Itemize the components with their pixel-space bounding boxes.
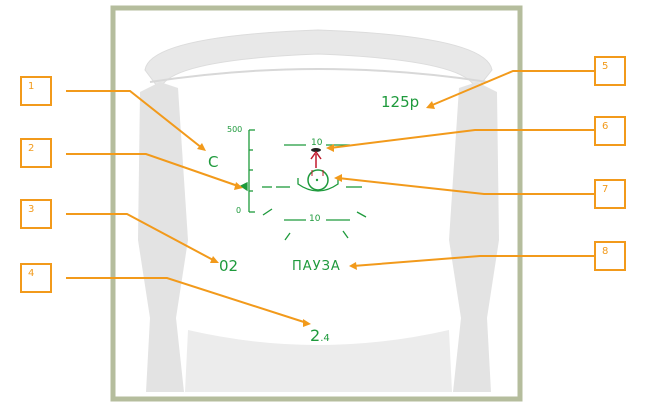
mode-letter: C: [208, 153, 219, 171]
callout-5-number: 5: [602, 61, 609, 72]
callout-6-number: 6: [602, 121, 609, 132]
ladder-top-label: 10: [311, 138, 323, 148]
callout-8-number: 8: [602, 246, 609, 257]
scale-top-label: 500: [227, 125, 243, 134]
ladder-bottom-label: 10: [309, 214, 321, 224]
callout-2: 2: [20, 138, 52, 168]
callout-4-number: 4: [28, 268, 35, 279]
callout-6: 6: [594, 116, 626, 146]
callout-3: 3: [20, 199, 52, 229]
callout-3-number: 3: [28, 204, 35, 215]
range-small-digit: .4: [320, 333, 330, 344]
callout-4: 4: [20, 263, 52, 293]
range-large-digit: 2: [310, 326, 321, 345]
callout-5: 5: [594, 56, 626, 86]
pitch-ladder: [262, 144, 367, 241]
callout-8: 8: [594, 241, 626, 271]
scale-bottom-label: 0: [236, 206, 242, 215]
altitude-scale: [239, 129, 272, 213]
callout-arrowheads: [197, 101, 435, 327]
range-large-readout: 2.4: [310, 328, 330, 344]
callout-7: 7: [594, 179, 626, 209]
pause-label: ПАУЗА: [292, 259, 341, 274]
speed-readout: 125р: [381, 93, 420, 111]
callout-7-number: 7: [602, 184, 609, 195]
range-readout: 02: [219, 257, 239, 275]
callout-1: 1: [20, 76, 52, 106]
callout-2-number: 2: [28, 143, 35, 154]
target-marker-icon: [310, 148, 322, 168]
callout-leaders: [66, 70, 594, 324]
callout-1-number: 1: [28, 81, 35, 92]
aiming-circle: [307, 169, 329, 191]
cockpit-silhouette: [138, 29, 499, 392]
scale-pointer-icon: [239, 181, 248, 192]
